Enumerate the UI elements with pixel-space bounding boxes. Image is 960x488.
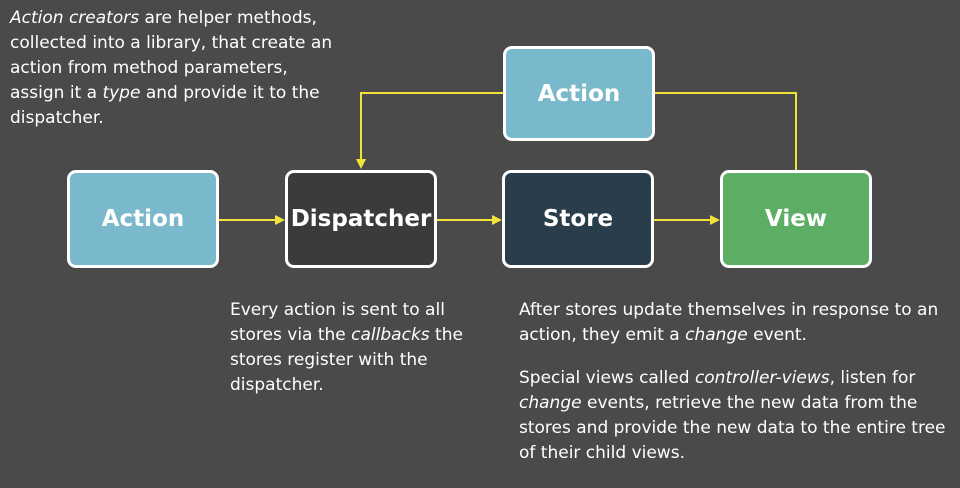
arrow-top-action-to-dispatcher xyxy=(356,92,504,169)
note-controller-views-em2: change xyxy=(519,393,582,413)
note-controller-views-t1: Special views called xyxy=(519,368,695,388)
store-label: Store xyxy=(542,206,614,232)
action-node: Action xyxy=(67,170,219,268)
note-store-change-t2: event. xyxy=(747,325,807,345)
note-action-creators-em2: type xyxy=(102,83,141,103)
action-top-label: Action xyxy=(537,80,621,107)
view-node: View xyxy=(720,170,872,268)
note-controller-views-em1: controller-views xyxy=(694,368,830,388)
note-dispatcher-t1: Every action is sent to all stores via t… xyxy=(230,300,445,345)
note-dispatcher: Every action is sent to all stores via t… xyxy=(230,298,492,398)
note-controller-views-t2: , listen for xyxy=(829,368,916,388)
note-action-creators-em1: Action creators xyxy=(10,8,140,28)
view-label: View xyxy=(764,206,828,232)
note-controller-views-t3: events, retrieve the new data from the s… xyxy=(519,393,946,463)
note-store-change: After stores update themselves in respon… xyxy=(519,298,951,348)
note-action-creators-t1: are helper methods, collected into a lib… xyxy=(10,8,333,103)
note-action-creators: Action creators are helper methods, coll… xyxy=(10,6,345,131)
note-dispatcher-t2: the stores register with the dispatcher. xyxy=(230,325,463,395)
action-label: Action xyxy=(101,206,185,232)
dispatcher-label: Dispatcher xyxy=(290,206,432,232)
line-view-to-top-action xyxy=(654,92,797,172)
action-top-node: Action xyxy=(503,46,655,141)
note-store-change-em1: change xyxy=(685,325,748,345)
dispatcher-node: Dispatcher xyxy=(285,170,437,268)
note-controller-views: Special views called controller-views, l… xyxy=(519,366,951,466)
store-node: Store xyxy=(502,170,654,268)
note-store-change-t1: After stores update themselves in respon… xyxy=(519,300,939,345)
note-action-creators-t2: and provide it to the dispatcher. xyxy=(10,83,320,128)
note-dispatcher-em1: callbacks xyxy=(351,325,430,345)
